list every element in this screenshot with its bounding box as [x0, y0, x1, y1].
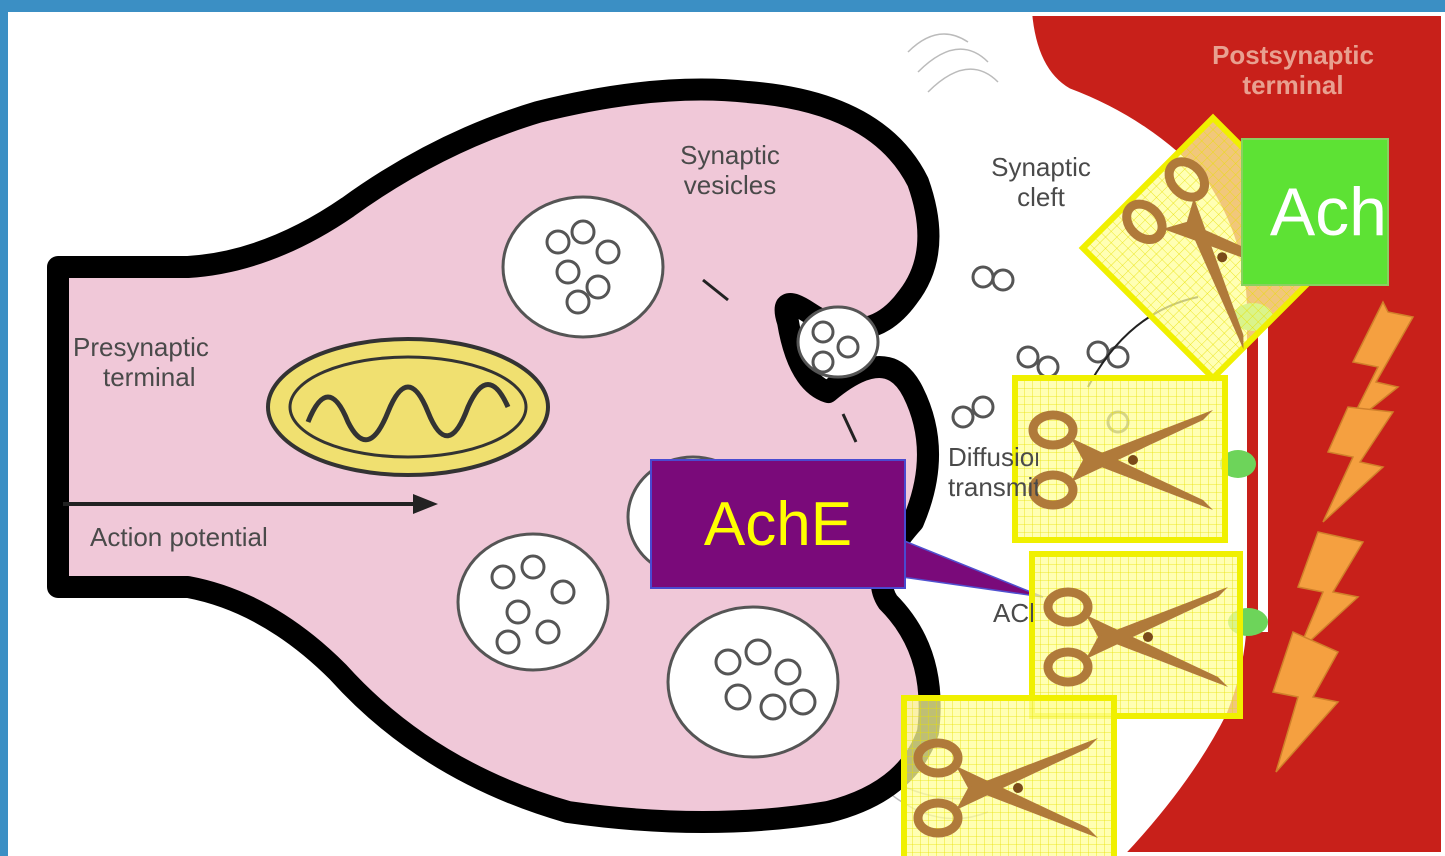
scissors-box-4 — [904, 698, 1114, 856]
label-synaptic-vesicles: Synaptic vesicles — [640, 140, 820, 200]
ach-callout: Ach — [1241, 138, 1389, 286]
scissors-box-2 — [1015, 378, 1225, 540]
synapse-diagram — [8, 12, 1445, 856]
label-ach-small: ACh — [993, 598, 1033, 628]
ache-callout-text: AchE — [704, 489, 852, 560]
label-synaptic-cleft: Synaptic cleft — [976, 152, 1106, 212]
ach-callout-text: Ach — [1270, 173, 1387, 251]
scissors-box-3 — [1032, 554, 1240, 716]
label-diffusion: Diffusion of transmitter — [948, 442, 1038, 502]
label-postsynaptic-line2: terminal — [1168, 70, 1418, 100]
label-action-potential: Action potential — [90, 522, 390, 552]
label-presynaptic-line2: terminal — [73, 362, 313, 392]
label-presynaptic-terminal: Presynaptic terminal — [73, 332, 313, 392]
label-presynaptic-line1: Presynaptic — [73, 332, 313, 362]
label-postsynaptic-line1: Postsynaptic — [1168, 40, 1418, 70]
label-ach-small-text: ACh — [993, 598, 1033, 628]
label-diffusion-line1: Diffusion of — [948, 442, 1038, 472]
label-postsynaptic-terminal: Postsynaptic terminal — [1168, 40, 1418, 100]
diagram-canvas: Synaptic vesicles Synaptic cleft Presyna… — [8, 12, 1445, 856]
ache-callout: AchE — [650, 459, 906, 589]
ache-pointer — [902, 540, 1043, 597]
label-synaptic-cleft-text: Synaptic cleft — [991, 152, 1091, 212]
label-action-potential-text: Action potential — [90, 522, 268, 552]
label-synaptic-vesicles-text: Synaptic vesicles — [680, 140, 780, 200]
label-diffusion-line2: transmitter — [948, 472, 1038, 502]
